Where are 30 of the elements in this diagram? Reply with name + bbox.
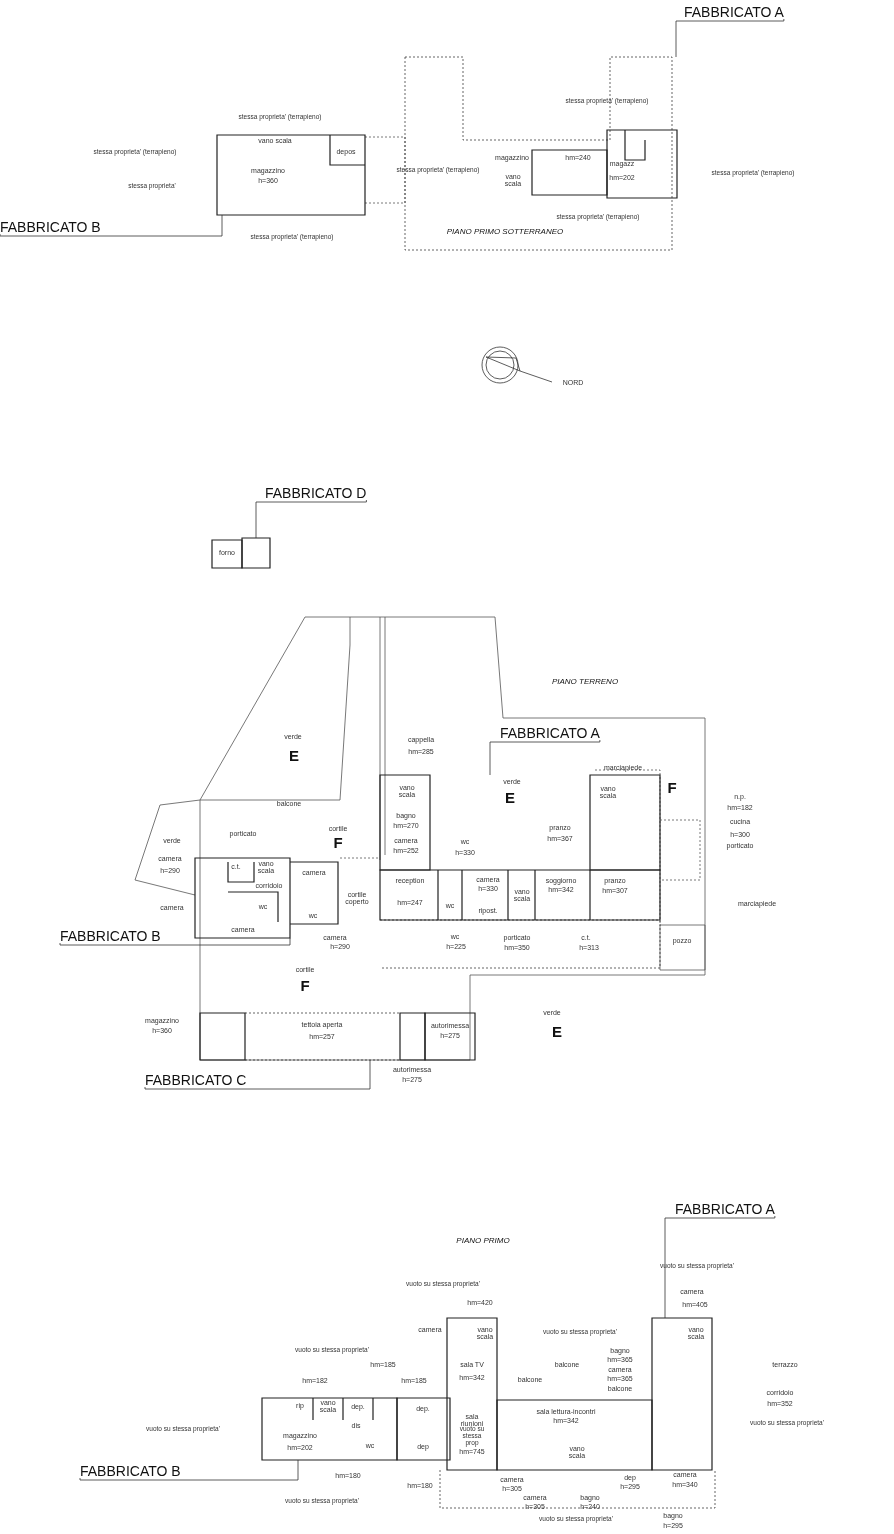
leader-line: [675, 18, 785, 58]
zone-letter: F: [667, 780, 677, 796]
leader-line: [664, 1215, 776, 1319]
floor-title: PIANO TERRENO: [551, 677, 619, 687]
floor-plan-drawing: [211, 537, 271, 569]
floor-plan-drawing: [216, 134, 366, 216]
leader-line: [489, 739, 601, 776]
leader-line: [59, 937, 291, 946]
building-label: FABBRICATO B: [80, 1464, 181, 1478]
leader-line: [255, 499, 367, 539]
zone-letter: F: [300, 978, 310, 994]
zone-letter: E: [289, 748, 299, 764]
floor-title: PIANO PRIMO SOTTERRANEO: [446, 227, 564, 237]
building-label: FABBRICATO C: [145, 1073, 247, 1087]
building-label: FABBRICATO D: [265, 486, 367, 500]
floor-plan-drawing: [261, 1397, 451, 1461]
floor-title: PIANO PRIMO: [456, 1236, 510, 1246]
floor-plan-drawing: [379, 774, 661, 969]
zone-letter: E: [552, 1024, 562, 1040]
zone-letter: F: [333, 835, 343, 851]
building-label: FABBRICATO B: [60, 929, 161, 943]
leader-line: [144, 1059, 371, 1090]
building-label: FABBRICATO A: [675, 1202, 775, 1216]
leader-line: [79, 1459, 299, 1481]
building-label: FABBRICATO A: [500, 726, 600, 740]
building-label: FABBRICATO B: [0, 220, 101, 234]
floor-plan-drawing: [199, 1012, 476, 1061]
zone-letter: E: [505, 790, 515, 806]
leader-line: [0, 214, 223, 237]
building-label: FABBRICATO A: [684, 5, 784, 19]
